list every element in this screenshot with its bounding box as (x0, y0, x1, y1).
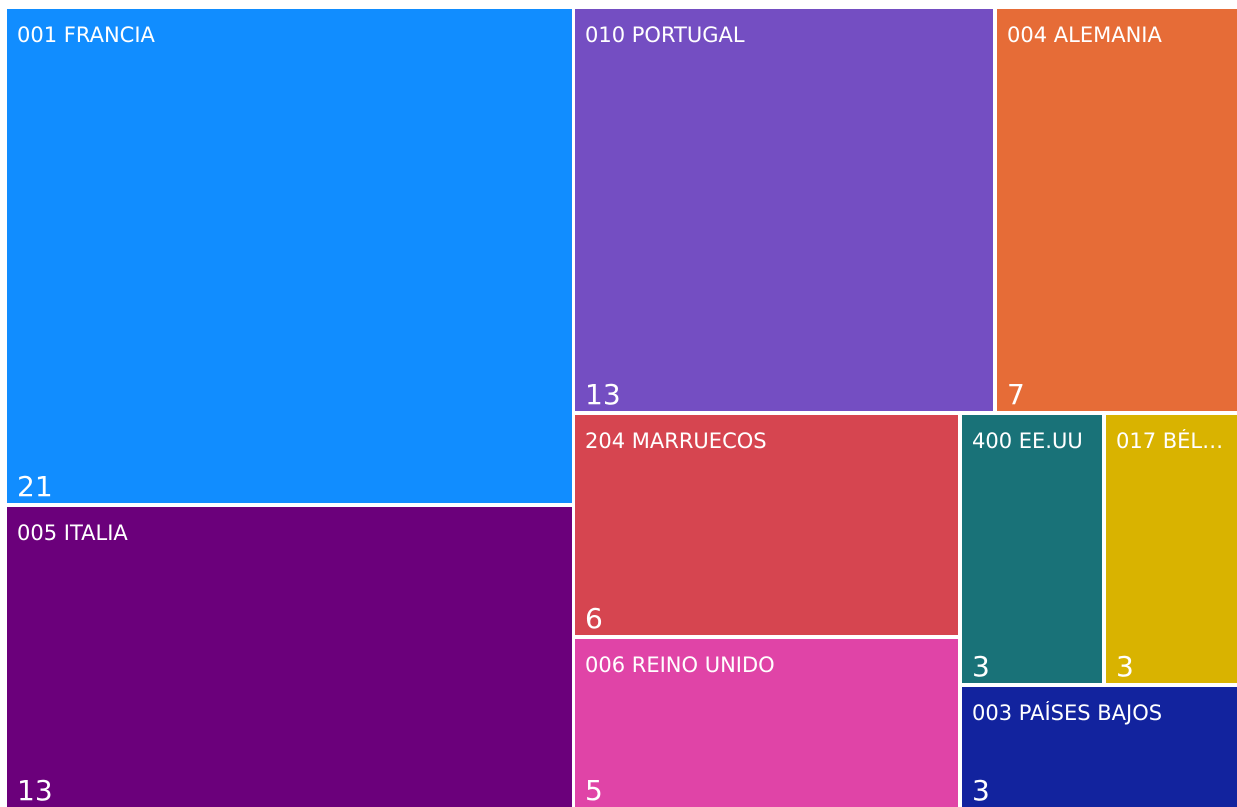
treemap-tile[interactable]: 004 ALEMANIA 7 (997, 9, 1237, 411)
tile-value: 13 (17, 773, 53, 807)
treemap-tile[interactable]: 005 ITALIA 13 (7, 507, 572, 807)
tile-label: 005 ITALIA (17, 521, 128, 545)
treemap-tile[interactable]: 010 PORTUGAL 13 (575, 9, 993, 411)
treemap-tile[interactable]: 003 PAÍSES BAJOS 3 (962, 687, 1237, 807)
tile-value: 3 (972, 649, 990, 683)
tile-value: 7 (1007, 377, 1025, 411)
tile-label: 204 MARRUECOS (585, 429, 767, 453)
tile-label: 004 ALEMANIA (1007, 23, 1162, 47)
treemap-tile[interactable]: 006 REINO UNIDO 5 (575, 639, 958, 807)
tile-label: 400 EE.UU (972, 429, 1083, 453)
treemap-tile[interactable]: 400 EE.UU 3 (962, 415, 1102, 683)
treemap-tile[interactable]: 204 MARRUECOS 6 (575, 415, 958, 635)
tile-value: 21 (17, 469, 53, 503)
tile-label: 017 BÉLGICA (1116, 429, 1231, 453)
tile-label: 003 PAÍSES BAJOS (972, 701, 1163, 725)
tile-value: 3 (972, 773, 990, 807)
treemap-tile[interactable]: 017 BÉLGICA 3 (1106, 415, 1237, 683)
treemap-tile[interactable]: 001 FRANCIA 21 (7, 9, 572, 503)
tile-value: 13 (585, 377, 621, 411)
tile-value: 6 (585, 601, 603, 635)
tile-label: 006 REINO UNIDO (585, 653, 775, 677)
tile-value: 3 (1116, 649, 1134, 683)
tile-label: 010 PORTUGAL (585, 23, 745, 47)
tile-value: 5 (585, 773, 603, 807)
tile-label: 001 FRANCIA (17, 23, 155, 47)
